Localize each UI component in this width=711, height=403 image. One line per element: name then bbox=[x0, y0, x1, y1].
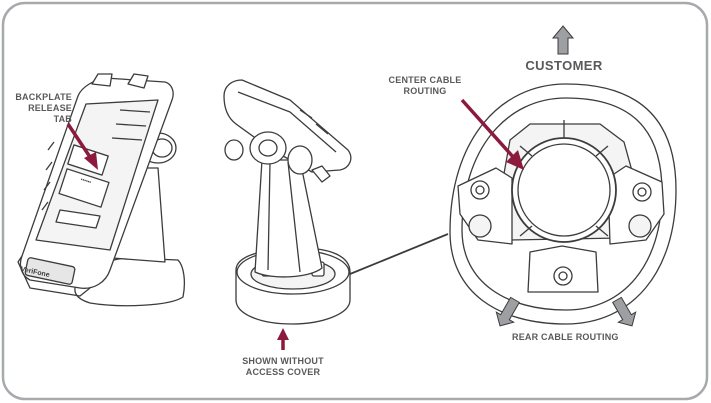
access-cover-pointer-arrowhead bbox=[277, 328, 289, 340]
backplate-label-line-3: TAB bbox=[53, 114, 72, 124]
rear-cable-arrow-left bbox=[495, 296, 521, 327]
shown-without-access-cover-label: SHOWN WITHOUT ACCESS COVER bbox=[230, 356, 336, 378]
backplate-release-tab-label: BACKPLATE RELEASE TAB bbox=[8, 92, 72, 125]
rear-cable-routing-label: REAR CABLE ROUTING bbox=[512, 332, 619, 342]
rear-cable-arrow-right bbox=[611, 296, 637, 327]
shown-without-label-line-2: ACCESS COVER bbox=[245, 367, 321, 377]
backplate-model-text: ▪▪▪▪▪▪ bbox=[80, 177, 92, 186]
center-cable-label-line-2: ROUTING bbox=[403, 86, 447, 96]
backplate-label-line-2: RELEASE bbox=[28, 103, 72, 113]
center-cable-pointer-arrow-shaft bbox=[460, 98, 516, 160]
stand-without-cover-illustration bbox=[223, 79, 352, 325]
base-top-view-illustration bbox=[449, 83, 677, 325]
customer-label: CUSTOMER bbox=[525, 58, 603, 73]
center-cable-label-line-1: CENTER CABLE bbox=[388, 75, 462, 85]
shown-without-label-line-1: SHOWN WITHOUT bbox=[242, 356, 324, 366]
backplate-label-line-1: BACKPLATE bbox=[15, 92, 72, 102]
customer-direction-arrow bbox=[551, 25, 575, 55]
terminal-stand-illustration bbox=[17, 73, 185, 307]
backplate-pointer-arrowhead bbox=[84, 152, 98, 170]
backplate-pointer-arrow-shaft bbox=[66, 123, 94, 161]
center-cable-pointer-arrowhead bbox=[506, 150, 524, 170]
detail-callout-line bbox=[349, 233, 449, 275]
center-cable-routing-label: CENTER CABLE ROUTING bbox=[372, 75, 478, 97]
